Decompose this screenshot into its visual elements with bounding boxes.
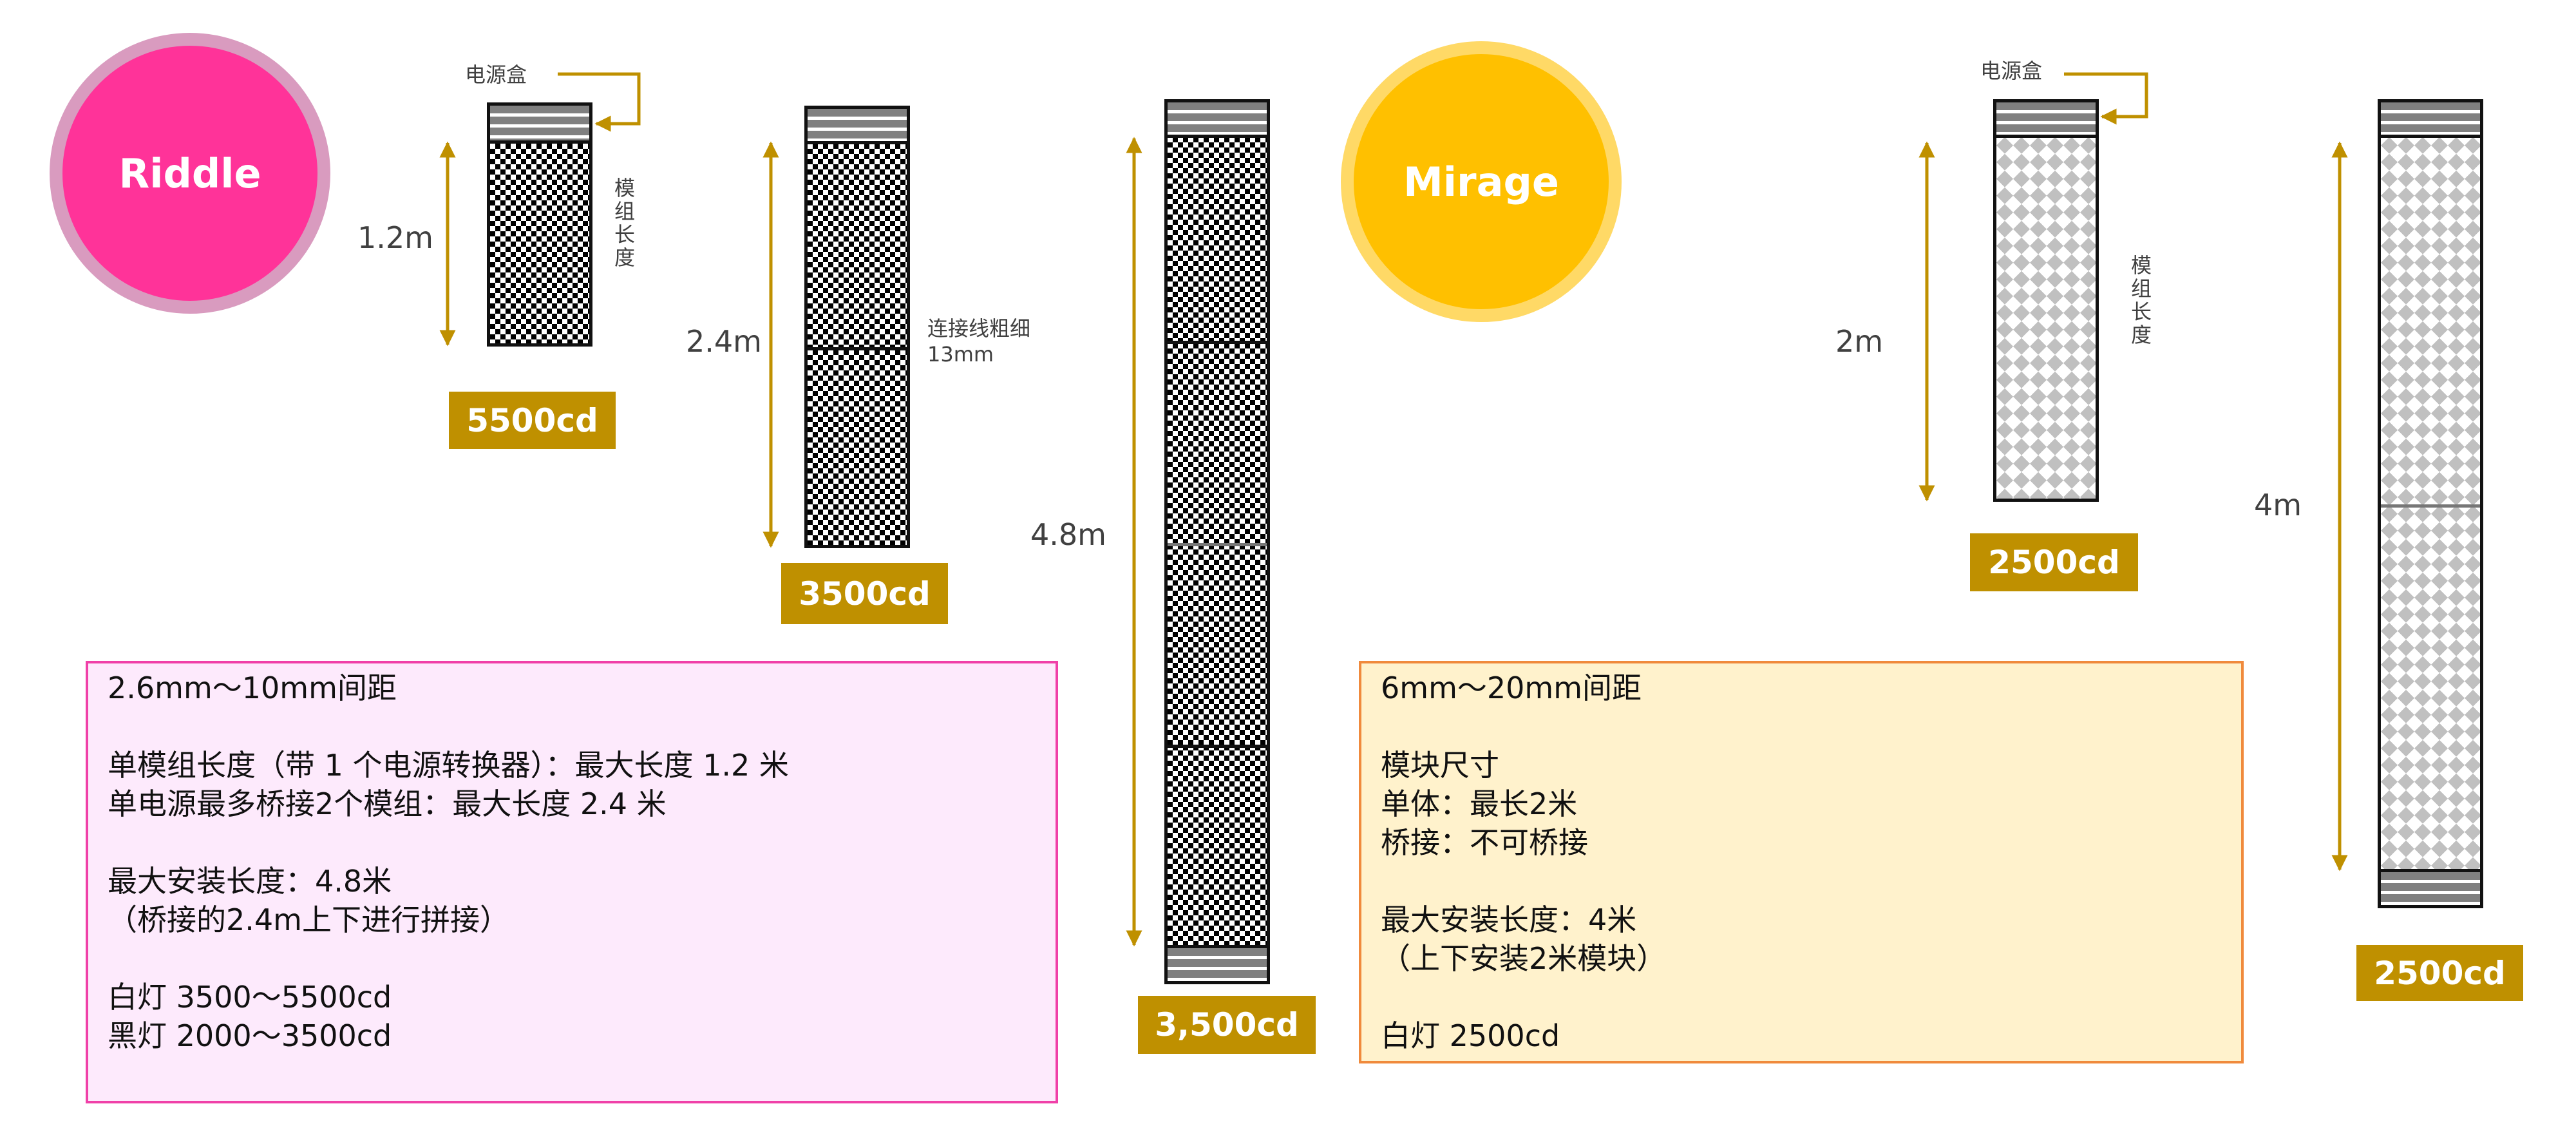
- power-box-pointer-mirage: [2064, 72, 2148, 125]
- dim-2m: 2m: [1835, 324, 1884, 359]
- mirage-power-box-1: [1993, 99, 2099, 138]
- mirage-strip-2m: [1993, 134, 2099, 502]
- mirage-title: Mirage: [1403, 158, 1559, 205]
- mirage-spec-box: 6mm～20mm间距 模块尺寸 单体：最长2米 桥接：不可桥接 最大安装长度：4…: [1359, 661, 2244, 1063]
- riddle-power-box-1: [487, 102, 592, 144]
- spec-line: 白灯 2500cd: [1381, 1018, 1560, 1053]
- spec-line: 最大安装长度：4.8米: [108, 864, 392, 899]
- riddle-title: Riddle: [118, 149, 261, 197]
- badge-3500cd-long: 3,500cd: [1138, 996, 1316, 1054]
- riddle-power-box-label: 电源盒: [465, 62, 527, 87]
- cable-label-line2: 13mm: [927, 342, 994, 367]
- mirage-module-length-label: 模组长度: [2128, 254, 2152, 347]
- spec-line: 白灯 3500～5500cd: [108, 980, 392, 1015]
- spec-line: [108, 939, 1036, 978]
- spec-line: [1381, 862, 2222, 901]
- riddle-power-box-3-top: [1164, 99, 1270, 138]
- badge-5500cd: 5500cd: [449, 392, 616, 449]
- spec-line: 单体：最长2米: [1381, 786, 1578, 821]
- badge-3500cd: 3500cd: [781, 563, 948, 624]
- dim-4m: 4m: [2254, 488, 2302, 522]
- mirage-power-box-label: 电源盒: [1980, 59, 2043, 83]
- badge-2500cd-2: 2500cd: [2356, 945, 2523, 1001]
- mirage-logo-circle: Mirage: [1341, 41, 1622, 322]
- spec-line: 最大安装长度：4米: [1381, 902, 1637, 937]
- spec-line: [1381, 707, 2222, 746]
- riddle-cable-label: 连接线粗细 13mm: [927, 316, 1030, 367]
- dim-1-2m: 1.2m: [357, 220, 433, 255]
- spec-line: （桥接的2.4m上下进行拼接）: [108, 902, 509, 937]
- riddle-strip-1-2m: [487, 140, 592, 347]
- spec-line: 6mm～20mm间距: [1381, 671, 1642, 705]
- riddle-strip-2-4m: [804, 140, 910, 548]
- mirage-strip-4m: [2378, 134, 2483, 872]
- spec-line: 单电源最多桥接2个模组：最大长度 2.4 米: [108, 786, 667, 821]
- spec-line: 模块尺寸: [1381, 748, 1499, 783]
- spec-line: [108, 707, 1036, 746]
- spec-line: 单模组长度（带 1 个电源转换器）：最大长度 1.2 米: [108, 748, 789, 783]
- riddle-power-box-2: [804, 106, 910, 144]
- spec-line: 2.6mm～10mm间距: [108, 671, 397, 705]
- dim-4-8m: 4.8m: [1030, 517, 1106, 552]
- mirage-power-box-2-bottom: [2378, 869, 2483, 908]
- power-box-pointer-riddle: [558, 72, 641, 132]
- badge-2500cd-1: 2500cd: [1970, 533, 2138, 591]
- spec-line: 黑灯 2000～3500cd: [108, 1018, 392, 1053]
- spec-line: 桥接：不可桥接: [1381, 825, 1588, 860]
- riddle-module-length-label: 模组长度: [611, 177, 636, 270]
- spec-line: [1381, 978, 2222, 1016]
- dim-2-4m: 2.4m: [686, 324, 762, 359]
- mirage-power-box-2-top: [2378, 99, 2483, 138]
- riddle-power-box-3-bottom: [1164, 945, 1270, 984]
- spec-line: （上下安装2米模块）: [1381, 941, 1667, 976]
- spec-line: [108, 823, 1036, 862]
- riddle-strip-4-8m: [1164, 134, 1270, 948]
- cable-label-line1: 连接线粗细: [927, 316, 1031, 341]
- riddle-spec-box: 2.6mm～10mm间距 单模组长度（带 1 个电源转换器）：最大长度 1.2 …: [86, 661, 1058, 1103]
